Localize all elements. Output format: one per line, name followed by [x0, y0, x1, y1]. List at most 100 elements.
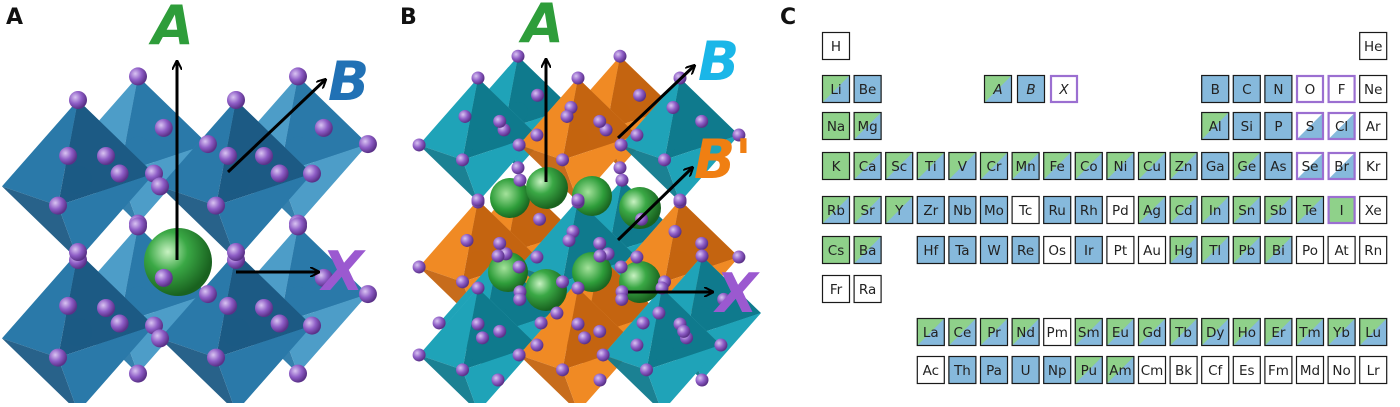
- element-symbol: Ga: [1206, 159, 1225, 175]
- panel-a-x-site-atom: [207, 196, 225, 215]
- element-symbol: Th: [953, 363, 971, 379]
- element-cell-cm: Cm: [1137, 355, 1167, 385]
- panel-b-x-site-atom: [511, 49, 525, 63]
- element-cell-mg: Mg: [853, 111, 882, 141]
- element-symbol: Er: [1271, 325, 1286, 341]
- panel-b-x-site-atom: [493, 236, 507, 250]
- panel-b-arrow-bprime: [616, 168, 692, 242]
- panel-a-x-site-atom: [219, 146, 238, 165]
- element-cell-cd: Cd: [1169, 195, 1198, 225]
- element-symbol: Es: [1239, 363, 1255, 379]
- element-cell-ce: Ce: [948, 317, 977, 347]
- legend-x-site: X: [1049, 74, 1079, 104]
- element-cell-rh: Rh: [1074, 195, 1103, 225]
- element-symbol: Pd: [1112, 203, 1129, 219]
- element-symbol: La: [923, 325, 939, 341]
- element-symbol: Al: [1209, 119, 1222, 135]
- panel-a-label-b: B: [328, 50, 369, 113]
- panel-b-x-site-atom: [560, 109, 574, 123]
- element-cell-lr: Lr: [1359, 355, 1388, 385]
- element-cell-es: Es: [1232, 355, 1261, 385]
- element-cell-sn: Sn: [1232, 195, 1261, 225]
- panel-b-x-site-atom: [636, 316, 650, 330]
- panel-b-x-site-atom: [460, 233, 474, 247]
- element-symbol: Hf: [923, 243, 939, 259]
- panel-b-x-site-atom: [666, 101, 680, 115]
- element-symbol: Cu: [1143, 159, 1161, 175]
- element-cell-li: Li: [821, 74, 851, 104]
- panel-b-x-site-atom: [614, 260, 628, 274]
- panel-b-x-site-atom: [412, 260, 426, 274]
- element-cell-no: No: [1327, 355, 1356, 385]
- element-symbol: Fr: [830, 282, 843, 298]
- panel-a-x-site-atom: [255, 299, 273, 317]
- element-cell-se: Se: [1295, 151, 1325, 181]
- panel-b-x-site-atom: [593, 114, 607, 128]
- element-symbol: Ru: [1049, 203, 1066, 219]
- panel-b-x-site-atom: [571, 317, 585, 331]
- element-symbol: C: [1242, 82, 1251, 98]
- panel-a-x-site-atom: [110, 314, 129, 333]
- element-cell-dy: Dy: [1201, 317, 1230, 347]
- element-cell-mn: Mn: [1011, 151, 1040, 181]
- panel-b-x-site-atom: [593, 236, 607, 250]
- element-symbol: Au: [1143, 243, 1161, 259]
- panel-a-x-site-atom: [129, 217, 147, 236]
- panel-b-label-x: X: [713, 262, 760, 325]
- element-symbol: Y: [894, 203, 904, 219]
- element-cell-ca: Ca: [853, 151, 882, 181]
- element-symbol: O: [1305, 82, 1316, 98]
- panel-b-x-site-atom: [456, 363, 469, 377]
- panel-b-x-site-atom: [562, 233, 576, 247]
- element-symbol: Ar: [1366, 119, 1381, 135]
- element-cell-in: In: [1201, 195, 1230, 225]
- element-cell-lu: Lu: [1359, 317, 1388, 347]
- panel-a-x-site-atom: [129, 364, 147, 383]
- element-symbol: Mn: [1015, 159, 1035, 175]
- element-cell-p: P: [1264, 111, 1293, 141]
- element-cell-ni: Ni: [1106, 151, 1135, 181]
- element-cell-fr: Fr: [821, 274, 851, 304]
- element-symbol: Sb: [1270, 203, 1287, 219]
- panel-b-x-site-atom: [578, 331, 591, 345]
- element-symbol: Ce: [954, 325, 972, 341]
- panel-b-x-site-atom: [471, 281, 485, 295]
- panel-b-x-site-atom: [471, 193, 485, 207]
- element-cell-na: Na: [821, 111, 851, 141]
- panel-b-a-site-atom: [619, 187, 661, 229]
- element-symbol: Ag: [1143, 203, 1161, 219]
- element-symbol: Eu: [1112, 325, 1129, 341]
- element-cell-am: Am: [1106, 355, 1135, 385]
- element-cell-ra: Ra: [853, 274, 882, 304]
- panel-a-label-a: A: [148, 0, 194, 57]
- panel-a-x-site-atom: [129, 67, 147, 86]
- panel-a-x-site-atom: [358, 135, 377, 154]
- element-symbol: Se: [1302, 159, 1319, 175]
- panel-b-x-site-atom: [513, 173, 527, 187]
- element-cell-sb: Sb: [1264, 195, 1293, 225]
- element-cell-n: N: [1264, 74, 1293, 104]
- panel-b-arrows: [546, 60, 712, 292]
- panel-b-x-site-atom: [556, 153, 569, 167]
- panel-a-x-site-atom: [219, 296, 238, 315]
- panel-b-x-site-atom: [530, 250, 544, 264]
- panel-b-x-site-atom: [615, 173, 629, 187]
- element-symbol: Rb: [827, 203, 845, 219]
- element-symbol: At: [1334, 243, 1348, 259]
- panel-b-x-site-atom: [732, 250, 746, 264]
- panel-b-x-site-atom: [512, 260, 526, 274]
- panel-a-arrow-b: [226, 80, 325, 174]
- element-cell-la: La: [916, 317, 945, 347]
- panel-b-x-site-atom: [556, 275, 569, 289]
- element-cell-cs: Cs: [821, 235, 851, 265]
- panel-b-letter: B: [400, 5, 417, 30]
- panel-b-atoms: [412, 49, 746, 387]
- panel-b-x-site-atom: [471, 317, 485, 331]
- element-cell-ne: Ne: [1359, 74, 1388, 104]
- element-cell-te: Te: [1295, 195, 1325, 225]
- element-cell-cu: Cu: [1137, 151, 1167, 181]
- panel-b-octahedra: [419, 56, 761, 407]
- panel-a-x-site-atom: [49, 348, 67, 367]
- panel-a-x-site-atom: [270, 164, 289, 183]
- element-cell-rb: Rb: [821, 195, 851, 225]
